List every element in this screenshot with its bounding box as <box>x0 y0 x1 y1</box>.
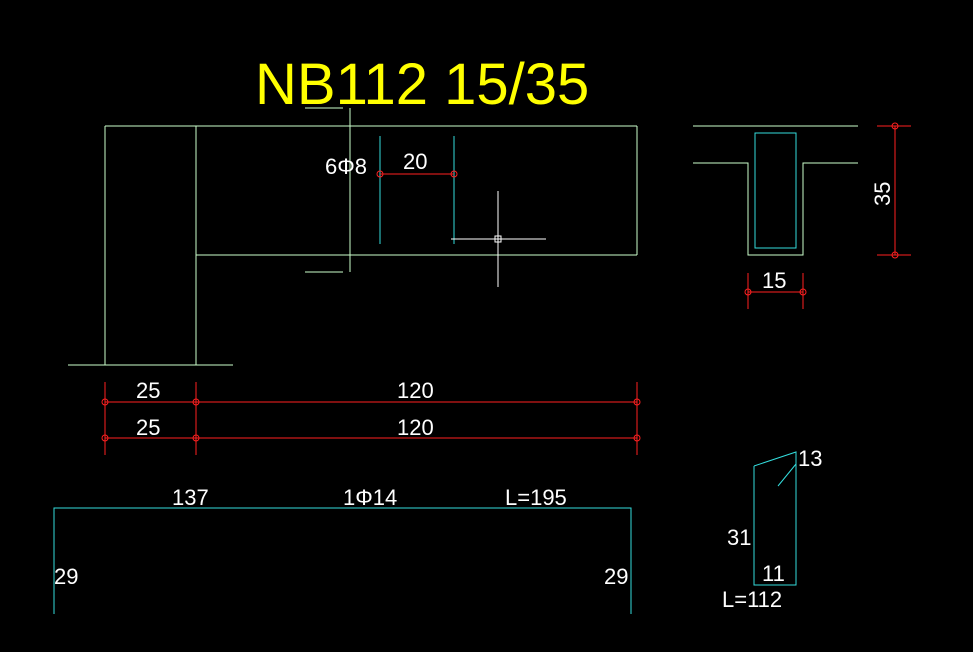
section-width-label: 15 <box>762 268 786 293</box>
dimension-rows <box>101 382 641 455</box>
dim-row2-right-label: 120 <box>397 415 434 440</box>
stirrup-hook <box>777 463 797 487</box>
dim-row1-left-label: 25 <box>136 378 160 403</box>
dim-node <box>799 288 807 296</box>
stirrup-hook-label: 13 <box>798 446 822 471</box>
dim-node <box>450 170 458 178</box>
section-stirrup <box>754 132 797 249</box>
drawing-title: NB112 15/35 <box>255 52 589 117</box>
crosshair-cursor <box>451 191 546 287</box>
dim-node <box>891 122 899 130</box>
dim-node <box>633 398 641 406</box>
dim-node <box>891 251 899 259</box>
section-height-label: 35 <box>870 182 895 206</box>
bar-hook-right-label: 29 <box>604 564 628 589</box>
beam-cross-section <box>693 122 911 309</box>
main-bar-shape <box>53 507 632 614</box>
dim-row2-left-label: 25 <box>136 415 160 440</box>
stirrup-total-length-label: L=112 <box>722 587 782 612</box>
bar-length-label: 137 <box>172 485 209 510</box>
stirrup-spacing-label: 20 <box>403 149 427 174</box>
section-outline <box>693 162 858 256</box>
dim-row1-right-label: 120 <box>397 378 434 403</box>
bar-hook-left-label: 29 <box>54 564 78 589</box>
bar-spec-label: 1Φ14 <box>343 485 397 510</box>
stirrup-detail <box>753 451 797 586</box>
dim-node <box>633 434 641 442</box>
dim-node <box>192 398 200 406</box>
stirrup-width-label: 11 <box>762 561 785 586</box>
beam-elevation <box>68 107 638 366</box>
stirrup-height-label: 31 <box>727 525 751 550</box>
dim-node <box>744 288 752 296</box>
stirrup-detail-shape <box>753 451 797 586</box>
bar-total-length-label: L=195 <box>505 485 567 510</box>
stirrup-spec-label: 6Φ8 <box>325 154 367 179</box>
cursor-pickbox <box>494 235 502 243</box>
stirrup-elevation <box>349 108 458 272</box>
dim-node <box>192 434 200 442</box>
dim-node <box>101 398 109 406</box>
dim-node <box>376 170 384 178</box>
dim-node <box>101 434 109 442</box>
